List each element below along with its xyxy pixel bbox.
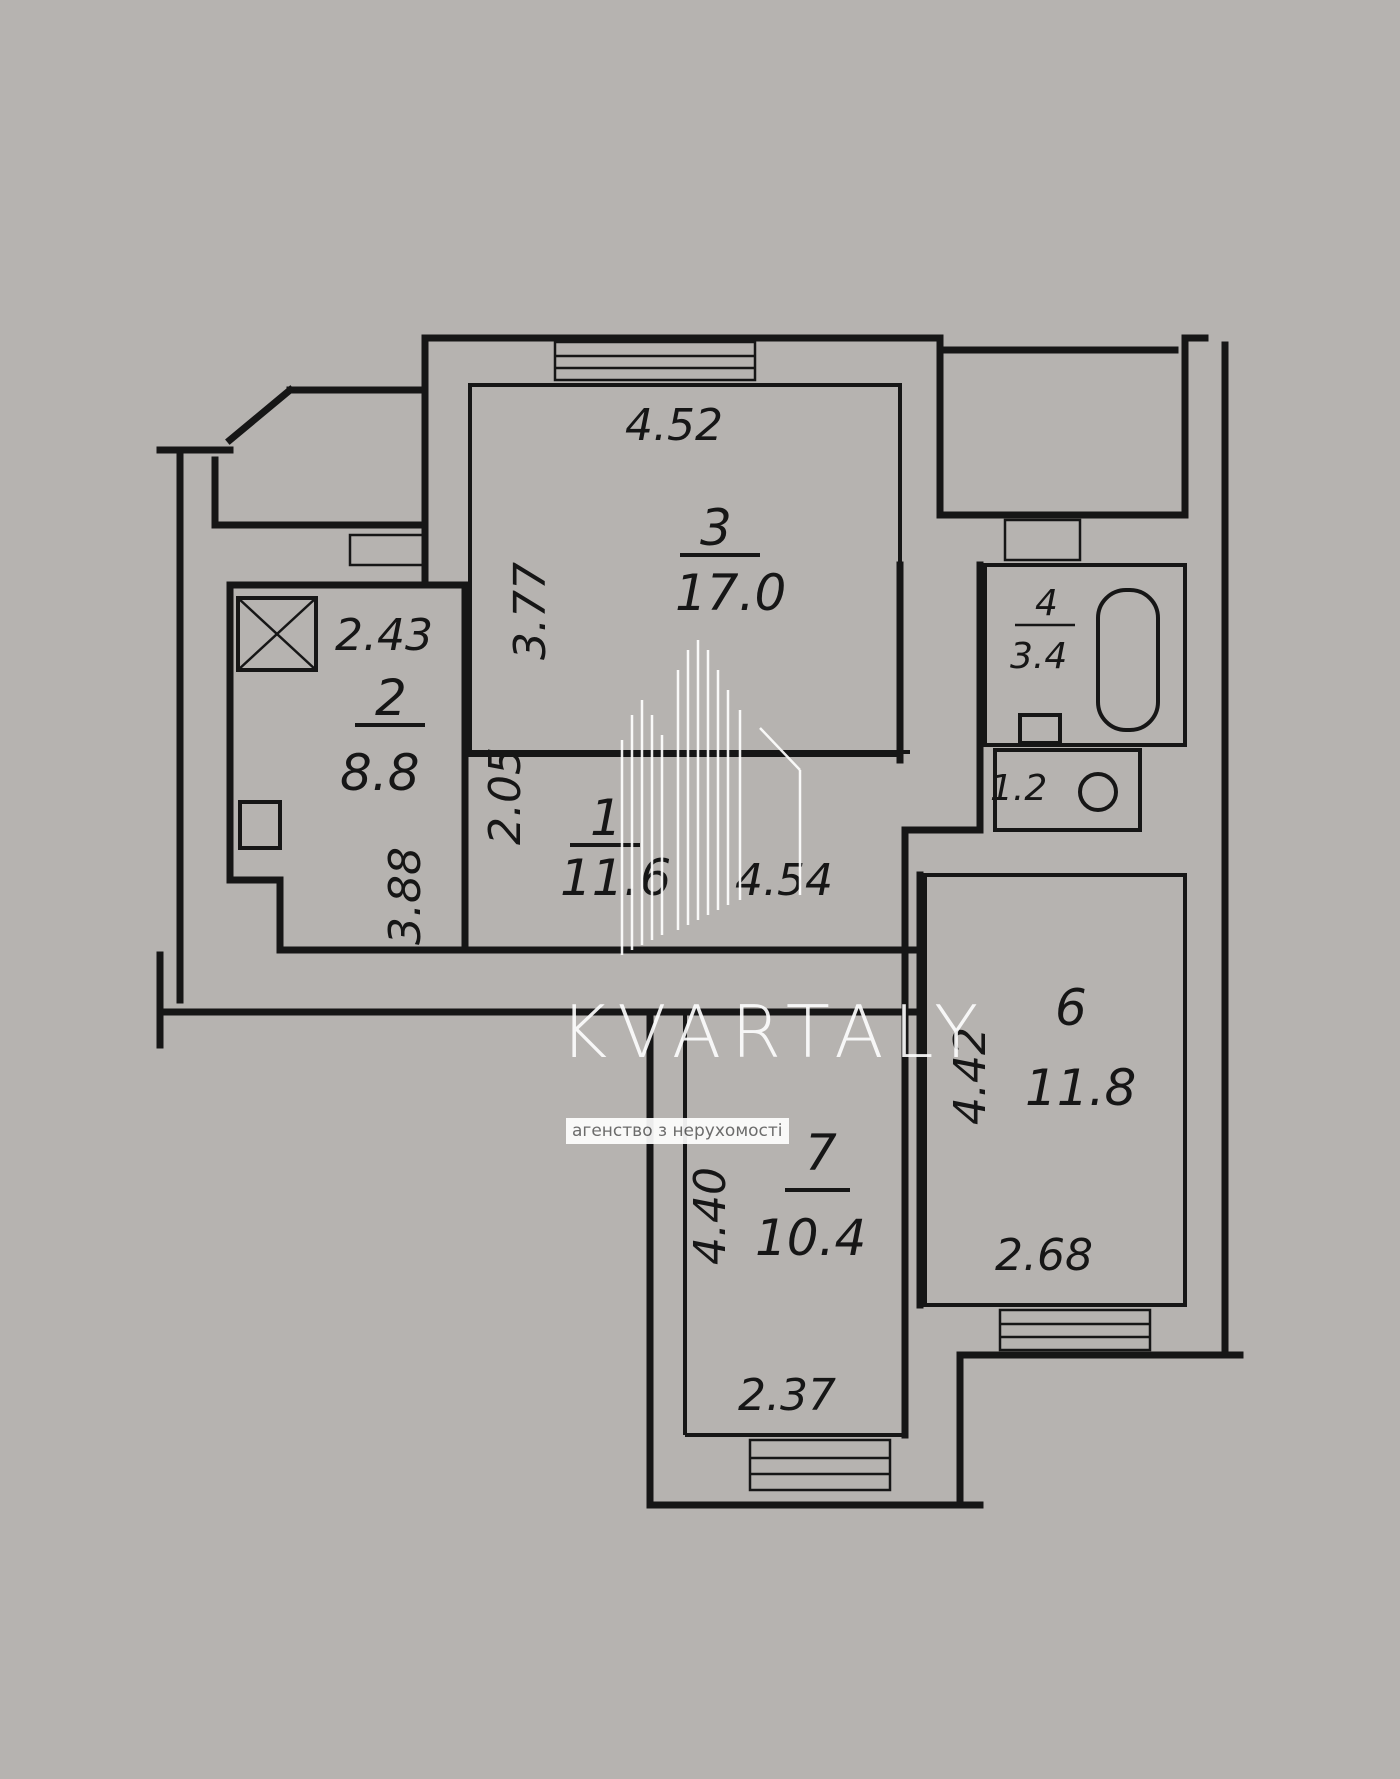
- room-1-number: 1: [590, 789, 622, 847]
- watermark-logo-icon: [620, 640, 802, 955]
- dimension-labels: 4.52 3.77 2.43 3.88 2.05 4.54 4.42 2.68 …: [335, 400, 1093, 1421]
- washbasin-icon: [1078, 772, 1118, 812]
- room-1-area: 11.6: [560, 849, 671, 907]
- dim-kitchen-depth: 3.88: [380, 847, 431, 945]
- room-2-area: 8.8: [340, 744, 420, 802]
- fixtures: [236, 596, 1118, 850]
- dim-kitchen-width: 2.43: [335, 610, 433, 661]
- watermark-brand: KVARTALY: [560, 990, 989, 1074]
- room-6-number: 6: [1055, 979, 1087, 1037]
- dim-room-6-width: 2.68: [995, 1230, 1093, 1281]
- room-5-area: 1.2: [990, 768, 1047, 809]
- room-7-area: 10.4: [755, 1209, 866, 1267]
- windows: [348, 340, 1152, 1492]
- toilet-icon: [1018, 713, 1062, 745]
- dim-hall-width: 4.54: [735, 855, 833, 906]
- dim-room-3-depth: 3.77: [505, 562, 556, 660]
- room-4-area: 3.4: [1010, 636, 1067, 677]
- room-3-area: 17.0: [675, 564, 786, 622]
- stove-icon: [236, 596, 318, 672]
- room-3-number: 3: [700, 499, 732, 557]
- dim-room-6-depth: 4.42: [945, 1027, 996, 1125]
- dim-hall-depth: 2.05: [480, 747, 531, 845]
- room-7-number: 7: [805, 1124, 837, 1182]
- room-2-number: 2: [375, 669, 407, 727]
- dim-room-7-depth: 4.40: [685, 1167, 736, 1265]
- outer-walls: [156, 334, 1244, 1509]
- room-6-area: 11.8: [1025, 1059, 1136, 1117]
- sink-icon: [238, 800, 282, 850]
- dim-room-7-width: 2.37: [738, 1370, 836, 1421]
- watermark-tagline: агенство з нерухомості: [566, 1118, 789, 1144]
- room-4-number: 4: [1035, 583, 1058, 624]
- dim-room-3-width: 4.52: [625, 400, 723, 451]
